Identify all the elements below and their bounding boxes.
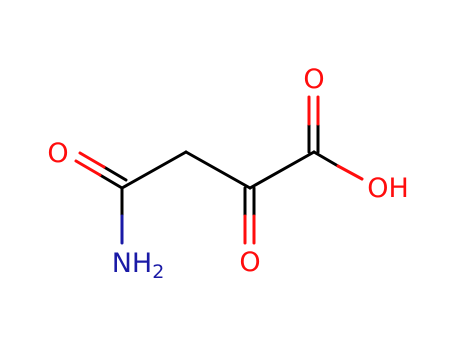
atom-n-amide: NH2 (112, 248, 165, 283)
bond-c2-c3 (184, 150, 252, 190)
bond-amide-co-red (74, 159, 102, 177)
atom-n-amide-text: NH (112, 248, 153, 279)
bond-c3-c4 (248, 150, 316, 190)
bonds (74, 95, 364, 245)
atom-o-acid-double: O (303, 64, 324, 95)
atom-o-amide: O (47, 138, 68, 169)
atom-o-keto: O (239, 247, 260, 278)
bond-amide-co2-red (78, 151, 106, 169)
bond-amide-co2-black (102, 165, 128, 182)
atom-labels: O NH2 O O OH (47, 64, 408, 283)
bond-amide-co-black (98, 173, 124, 190)
atom-oh-acid: OH (367, 173, 409, 204)
bond-acid-coh-black (312, 150, 340, 168)
atom-n-amide-subscript: 2 (152, 261, 164, 283)
bond-acid-coh-red (336, 164, 364, 181)
bond-c1-c2 (120, 150, 188, 190)
